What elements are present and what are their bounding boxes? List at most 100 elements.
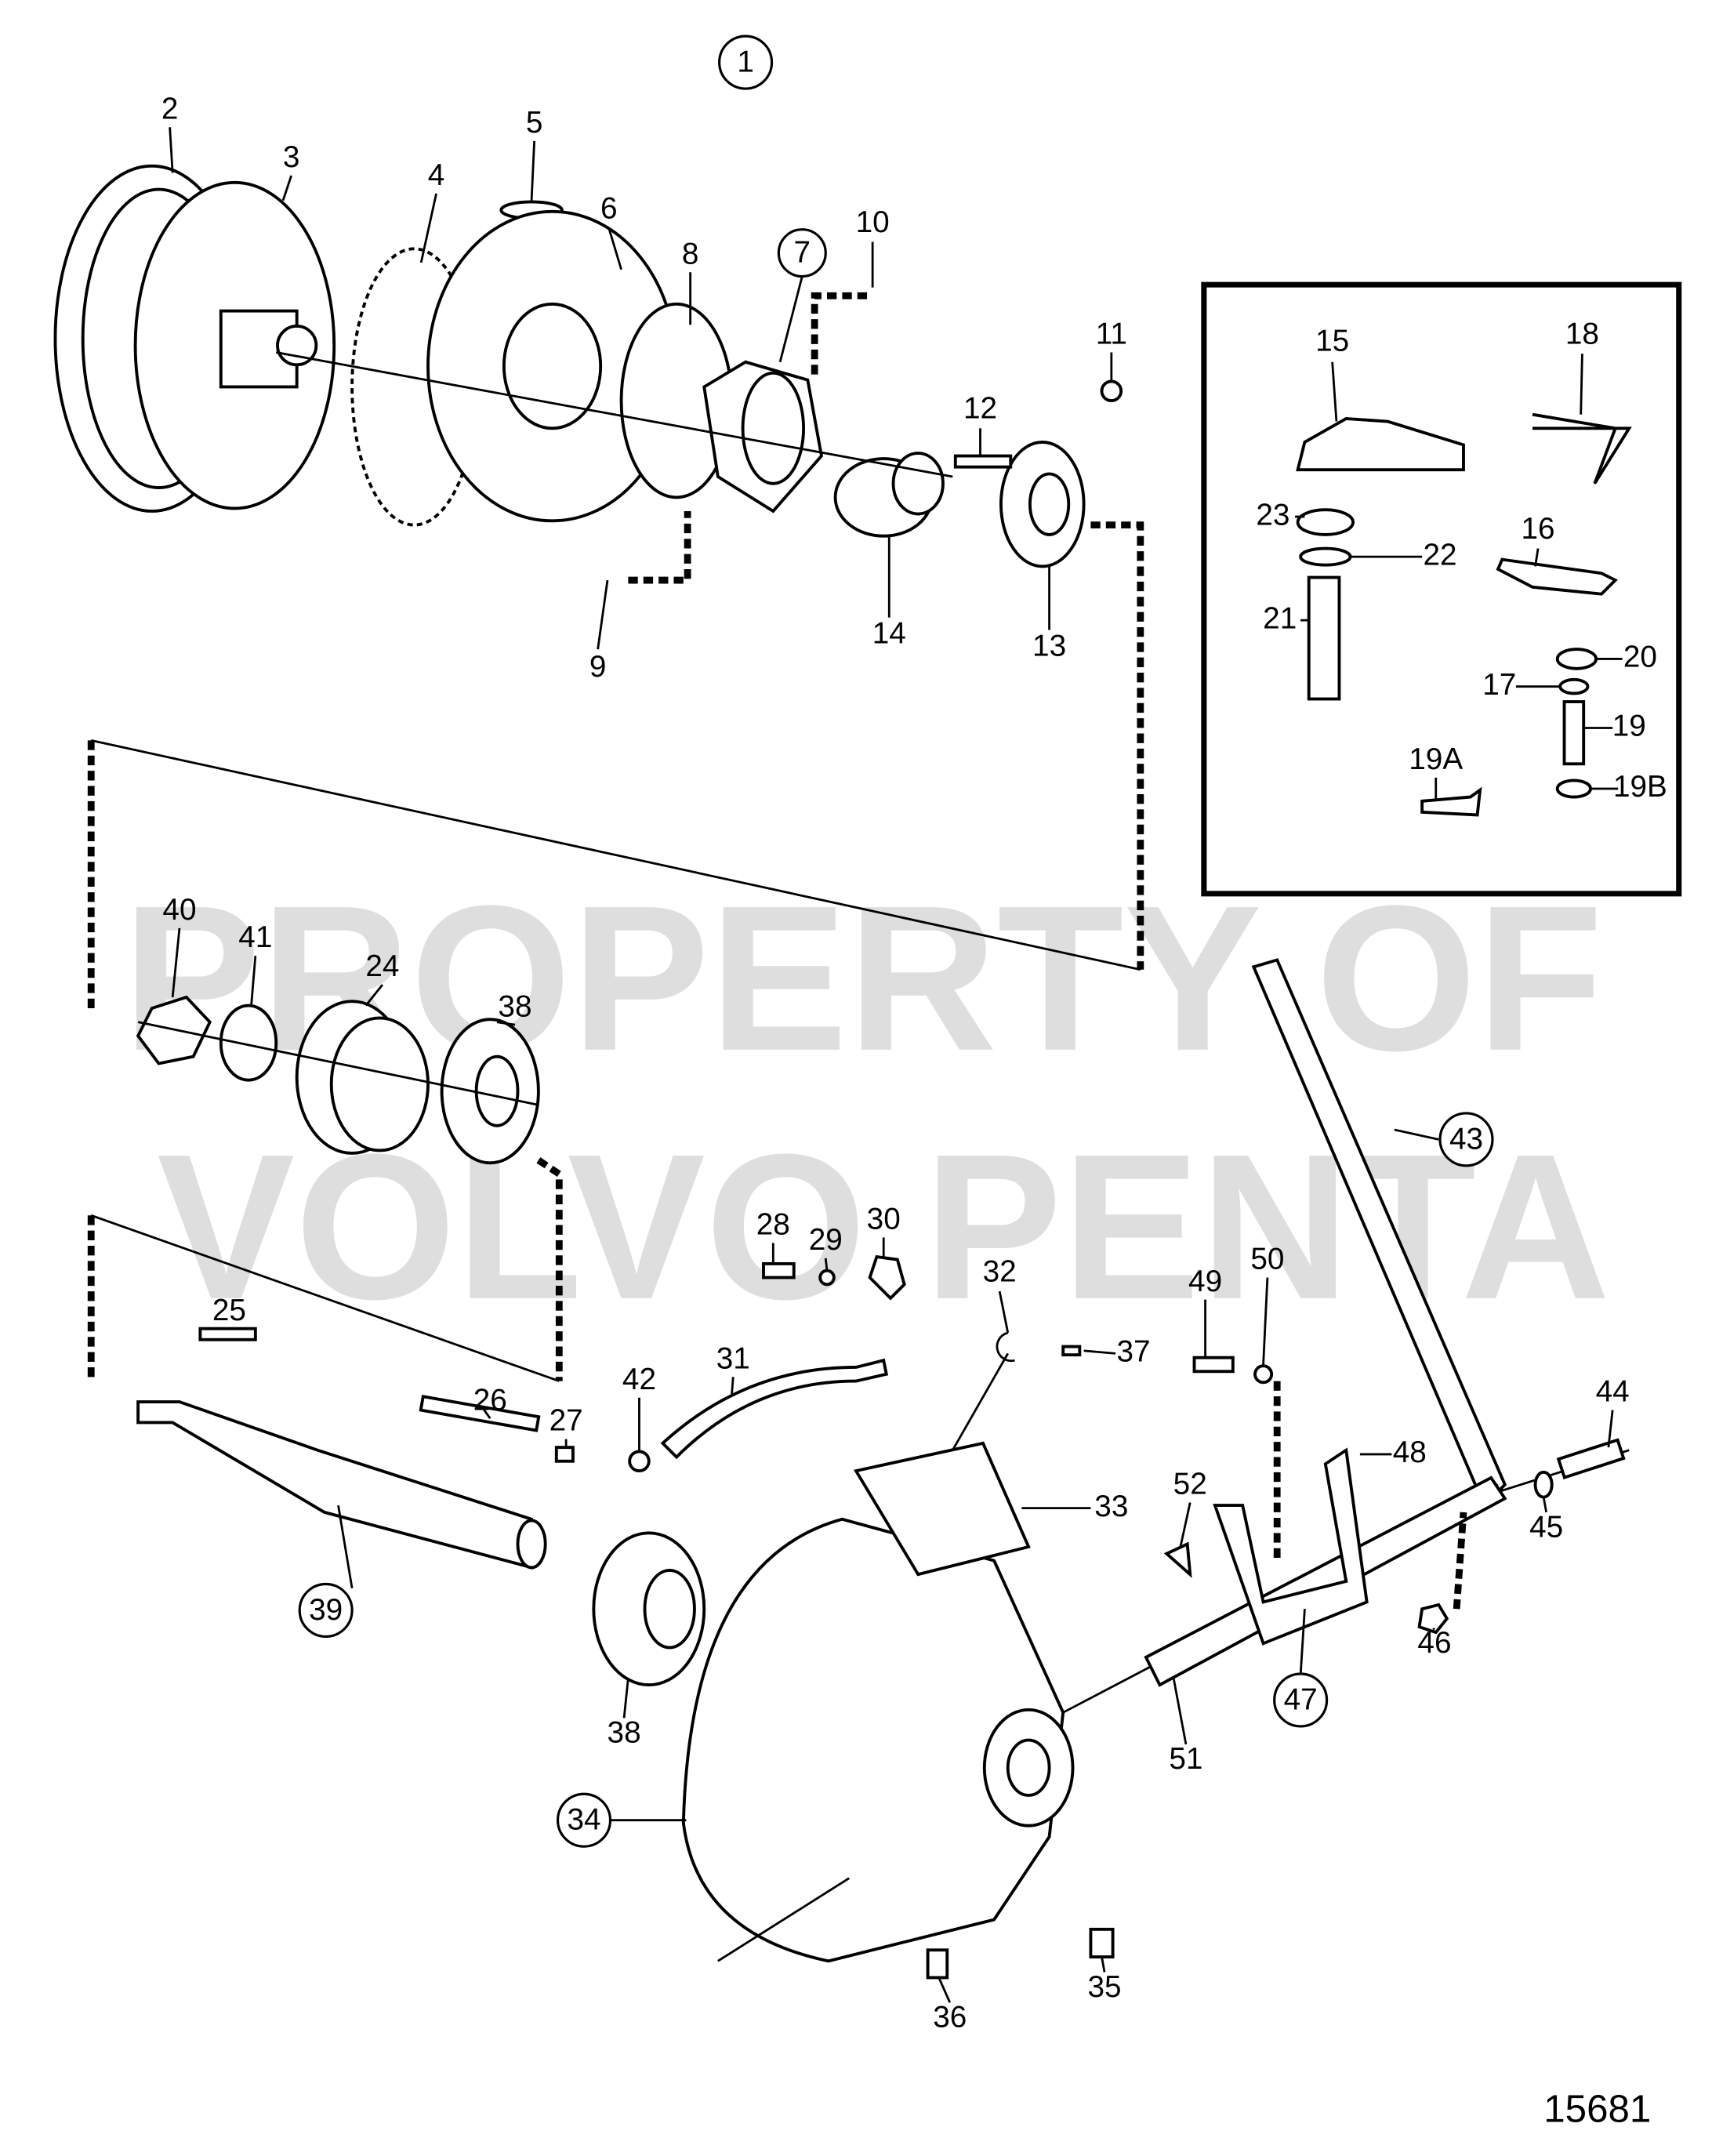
- callout-9: 9: [589, 650, 607, 684]
- detail-inset-frame: [1201, 281, 1682, 897]
- clip-32: [996, 1331, 1015, 1363]
- key-25: [198, 1327, 257, 1341]
- key-26: [419, 1394, 541, 1432]
- bearing-38-upper: [440, 1018, 540, 1165]
- lock-plate-23: [1296, 508, 1355, 536]
- pin-19: [1562, 700, 1586, 766]
- bolt-12: [953, 454, 1013, 469]
- callout-15: 15: [1315, 324, 1349, 358]
- washer-45: [1533, 1470, 1554, 1499]
- washer-17: [1558, 677, 1590, 695]
- callout-33: 33: [1094, 1490, 1128, 1523]
- washer-19b: [1555, 779, 1592, 799]
- callout-3: 3: [283, 140, 300, 174]
- callout-28: 28: [756, 1208, 790, 1242]
- guide-line-46: [1453, 1512, 1467, 1610]
- callout-44: 44: [1596, 1375, 1630, 1409]
- lever-15: [1296, 417, 1465, 472]
- shaft-39: [136, 1400, 547, 1570]
- shift-fork-47: [1213, 1447, 1369, 1646]
- callout-12: 12: [963, 392, 997, 426]
- shaft-axis-line: [276, 351, 953, 478]
- hose-31: [660, 1358, 889, 1460]
- callout-1: 1: [737, 45, 754, 79]
- callout-42: 42: [622, 1363, 656, 1396]
- callout-46: 46: [1417, 1626, 1451, 1660]
- pin-21: [1307, 575, 1341, 701]
- callout-circle-47: [1273, 1672, 1329, 1728]
- callout-25: 25: [212, 1294, 246, 1327]
- axis-line-drain: [717, 1877, 850, 1962]
- callout-39: 39: [309, 1593, 343, 1627]
- drawing-number: 15681: [1543, 2087, 1651, 2130]
- callout-circle-7: [777, 228, 827, 278]
- washer-29: [818, 1269, 836, 1287]
- callout-11: 11: [1096, 318, 1127, 351]
- callout-40: 40: [162, 893, 196, 927]
- bolt-44: [1556, 1438, 1626, 1480]
- spring-18: [1532, 412, 1632, 485]
- callout-52: 52: [1173, 1468, 1207, 1501]
- callout-51: 51: [1169, 1742, 1202, 1776]
- callout-18: 18: [1565, 318, 1599, 351]
- callout-19: 19: [1612, 710, 1646, 743]
- bolt-49: [1192, 1356, 1235, 1374]
- callout-circle-34: [556, 1792, 612, 1848]
- callout-5: 5: [526, 106, 543, 140]
- callout-labels: 1 2 3 4 5 6 7 8 9 10 11 12 13 14 15 16 1…: [161, 45, 1667, 2034]
- callout-32: 32: [983, 1254, 1017, 1288]
- nipple-35: [1089, 1927, 1115, 1958]
- callout-49: 49: [1188, 1265, 1222, 1298]
- guide-line-13: [1090, 521, 1144, 970]
- callout-41: 41: [238, 920, 272, 954]
- callout-38-upper: 38: [498, 989, 531, 1023]
- callout-circle-1: [718, 34, 774, 90]
- link-16: [1496, 557, 1618, 596]
- callout-27: 27: [550, 1404, 583, 1438]
- callout-7: 7: [794, 236, 811, 270]
- bearing-38-lower: [592, 1531, 706, 1687]
- nut-46: [1417, 1602, 1449, 1635]
- lock-plate-20: [1555, 648, 1598, 670]
- lock-washer-41: [219, 1004, 278, 1082]
- callout-6: 6: [600, 191, 618, 225]
- coupling-24: [295, 1000, 430, 1155]
- pressure-plate-6: [426, 209, 678, 523]
- nipple-36: [926, 1948, 949, 1980]
- callout-14: 14: [872, 617, 906, 651]
- guide-line-9: [628, 510, 691, 584]
- washer-22: [1299, 546, 1352, 567]
- guide-line-10: [811, 292, 868, 380]
- clutch-housing-3: [133, 180, 336, 510]
- screw-37: [1061, 1345, 1082, 1357]
- cotter-pin-19a: [1420, 786, 1482, 817]
- callout-31: 31: [716, 1341, 750, 1375]
- callout-48: 48: [1393, 1436, 1427, 1469]
- callout-50: 50: [1250, 1243, 1284, 1276]
- callout-23: 23: [1256, 498, 1289, 532]
- key-52: [1163, 1541, 1192, 1578]
- leader-lines: [169, 127, 1623, 2003]
- bracket-30: [868, 1254, 906, 1301]
- bearing-housing-7: [702, 360, 824, 514]
- axis-line-middle: [137, 1021, 539, 1106]
- callout-37: 37: [1116, 1335, 1150, 1369]
- guide-line-38: [536, 1157, 563, 1381]
- callout-22: 22: [1423, 538, 1456, 572]
- data-plate-33: [853, 1441, 1031, 1577]
- callout-20: 20: [1623, 641, 1657, 674]
- callout-2: 2: [161, 92, 179, 125]
- bolt-28: [762, 1261, 796, 1279]
- callout-19b: 19B: [1613, 770, 1667, 804]
- callout-35: 35: [1087, 1970, 1121, 2004]
- nut-11: [1100, 379, 1123, 403]
- callout-21: 21: [1263, 601, 1297, 635]
- callout-43: 43: [1449, 1122, 1483, 1156]
- callout-16: 16: [1522, 512, 1555, 546]
- connector-39: [90, 1214, 560, 1382]
- washer-50: [1253, 1364, 1274, 1385]
- assembly-connector: [90, 739, 1141, 971]
- callout-34: 34: [567, 1803, 600, 1837]
- callout-24: 24: [365, 949, 399, 983]
